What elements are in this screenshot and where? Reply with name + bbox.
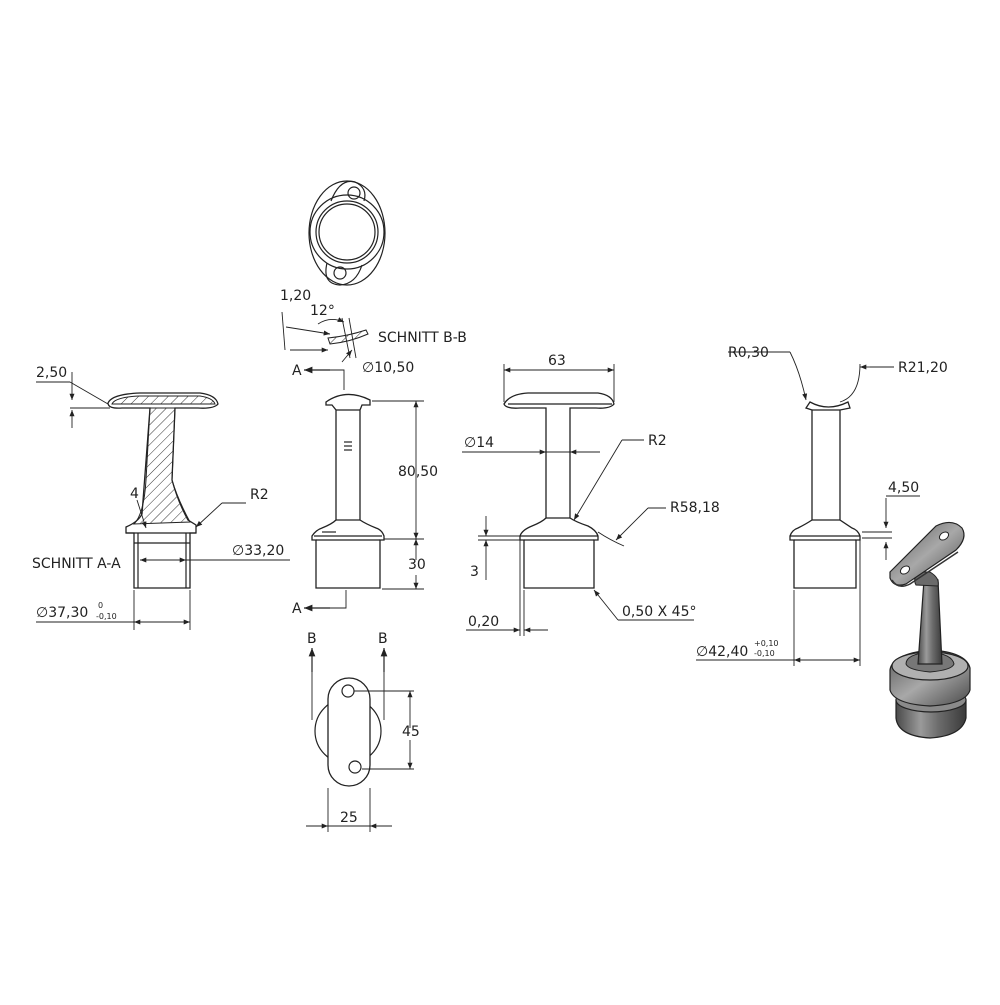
top-view: [308, 180, 386, 286]
dim-height-total: 80,50: [398, 464, 438, 480]
section-aa-label: SCHNITT A-A: [32, 556, 121, 572]
dim-wall-thickness: 4: [130, 486, 139, 502]
dim-flange-thickness: 2,50: [36, 365, 67, 381]
side-view: 63 ∅14 R2 R58,18 3 0,20 0,50 X 45°: [462, 353, 720, 636]
end-view: R0,30 R21,20 4,50 ∅42,40 +0,10 -0,10: [696, 345, 948, 666]
cut-marker-b-right[interactable]: B: [378, 631, 388, 647]
cut-marker-a-bottom[interactable]: A: [292, 601, 302, 617]
front-view: A A 80,50 30: [292, 363, 438, 617]
dim-bb-angle: 12°: [310, 303, 335, 319]
bottom-view: B B 45 25: [306, 631, 420, 832]
dim-inner-diameter: ∅33,20: [232, 543, 284, 559]
dim-radius-r2-section: R2: [250, 487, 269, 503]
dim-base-tol-upper: +0,10: [754, 639, 779, 648]
dim-bb-thickness: 1,20: [280, 288, 311, 304]
dim-outer-diameter: ∅37,30: [36, 605, 88, 621]
dim-radius-r2-side: R2: [648, 433, 667, 449]
cut-marker-b-left[interactable]: B: [307, 631, 317, 647]
dim-radius-r58: R58,18: [670, 500, 720, 516]
dim-radius-r030: R0,30: [728, 345, 769, 361]
dim-collar-height: 4,50: [888, 480, 919, 496]
cut-marker-a-top[interactable]: A: [292, 363, 302, 379]
section-aa: 2,50 4 R2 ∅33,20 SCHNITT A-A ∅37,30 0 -0…: [32, 365, 290, 630]
dim-stem-diameter: ∅14: [464, 435, 494, 451]
dim-base-diameter: ∅42,40: [696, 644, 748, 660]
dim-outer-diameter-tol-upper: 0: [98, 601, 103, 610]
dim-hole-diameter: ∅10,50: [362, 360, 414, 376]
dim-offset: 0,20: [468, 614, 499, 630]
dim-sleeve-height: 30: [408, 557, 426, 573]
dim-step-height: 3: [470, 564, 479, 580]
dim-plate-width: 25: [340, 810, 358, 826]
dim-chamfer: 0,50 X 45°: [622, 604, 696, 620]
section-bb-label: SCHNITT B-B: [378, 330, 467, 346]
dim-hole-spacing: 45: [402, 724, 420, 740]
dim-outer-diameter-tol-lower: -0,10: [96, 612, 117, 621]
dim-radius-r2120: R21,20: [898, 360, 948, 376]
dim-base-tol-lower: -0,10: [754, 649, 775, 658]
dim-saddle-width: 63: [548, 353, 566, 369]
section-bb: 1,20 12° SCHNITT B-B ∅10,50: [280, 288, 467, 376]
isometric-render: [889, 521, 971, 739]
